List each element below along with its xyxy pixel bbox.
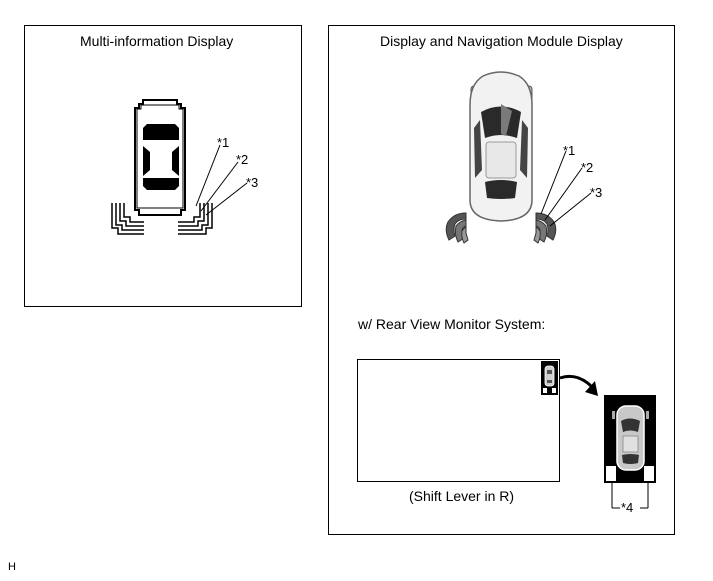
callout-4-bracket xyxy=(611,483,649,509)
nav-car-roof xyxy=(485,141,517,179)
mid-left-sensor-arcs xyxy=(111,203,144,235)
rear-view-screen-caption: (Shift Lever in R) xyxy=(409,488,515,504)
nav-car-rear-window xyxy=(485,180,517,199)
nav-left-sensor-arcs xyxy=(445,212,469,244)
nav-callout-3: *3 xyxy=(590,185,603,200)
zoom-arrow xyxy=(559,374,595,390)
screen-thumbnail xyxy=(541,361,558,395)
mid-car-windows xyxy=(143,124,179,190)
mid-callout-2: *2 xyxy=(236,152,249,167)
rear-view-monitor-label: w/ Rear View Monitor System: xyxy=(358,316,546,332)
nav-right-sensor-arcs xyxy=(533,212,557,244)
multi-information-display-panel xyxy=(24,25,302,307)
nav-car-right-windows xyxy=(520,120,528,178)
nav-callout-1: *1 xyxy=(563,143,576,158)
nav-callout-2: *2 xyxy=(581,160,594,175)
mid-car-body xyxy=(134,99,186,216)
rear-view-screen xyxy=(357,359,560,482)
navigation-module-display-title: Display and Navigation Module Display xyxy=(380,33,623,49)
mid-right-sensor-arcs xyxy=(178,203,213,235)
corner-mark: H xyxy=(8,561,16,573)
enlarged-rear-view xyxy=(604,395,656,483)
mid-leader-lines xyxy=(195,144,248,216)
mid-callout-1: *1 xyxy=(217,135,230,150)
multi-information-display-title: Multi-information Display xyxy=(80,33,234,49)
callout-4: *4 xyxy=(621,500,634,515)
mid-callout-3: *3 xyxy=(246,175,259,190)
nav-leader-lines xyxy=(540,150,592,227)
nav-car-left-windows xyxy=(474,120,482,178)
